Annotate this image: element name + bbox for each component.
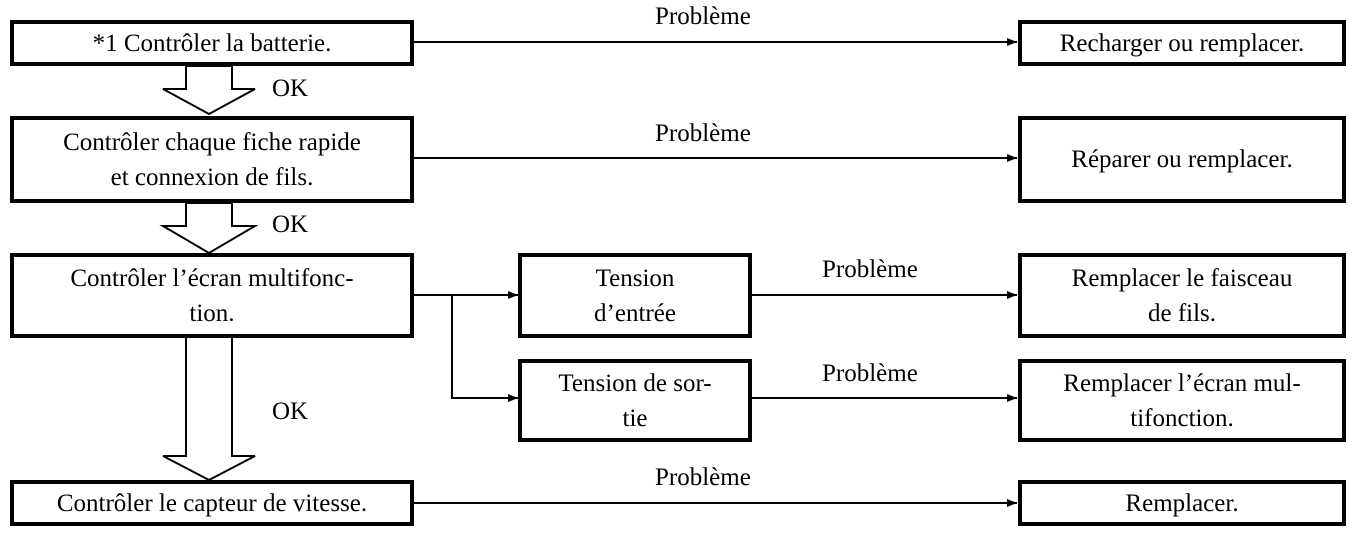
node-check-connectors: Contrôler chaque fiche rapide et connexi… [10,116,414,203]
label-ok-2: OK [272,211,309,238]
node-check-speed-sensor: Contrôler le capteur de vitesse. [10,480,414,526]
label-problem-2: Problème [655,120,751,147]
ok-arrow-2 [159,202,259,255]
label-problem-4: Problème [822,360,918,387]
ok-arrow-1 [162,65,256,116]
node-check-battery: *1 Contrôler la batterie. [10,20,414,66]
node-repair-replace: Réparer ou remplacer. [1018,116,1346,203]
node-replace: Remplacer. [1018,480,1346,526]
node-output-voltage: Tension de sor- tie [518,359,752,442]
branch-display-to-output [451,295,518,402]
node-input-voltage: Tension d’entrée [518,253,752,338]
node-replace-display: Remplacer l’écran mul- tifonction. [1018,359,1346,442]
label-problem-1: Problème [655,3,751,30]
label-ok-3: OK [272,398,309,425]
label-problem-3: Problème [822,256,918,283]
node-check-display: Contrôler l’écran multifonc- tion. [10,253,414,338]
node-recharge-replace: Recharger ou remplacer. [1018,20,1346,66]
label-problem-5: Problème [655,464,751,491]
node-replace-harness: Remplacer le faisceau de fils. [1018,253,1346,338]
ok-arrow-3 [162,336,256,482]
label-ok-1: OK [272,75,309,102]
